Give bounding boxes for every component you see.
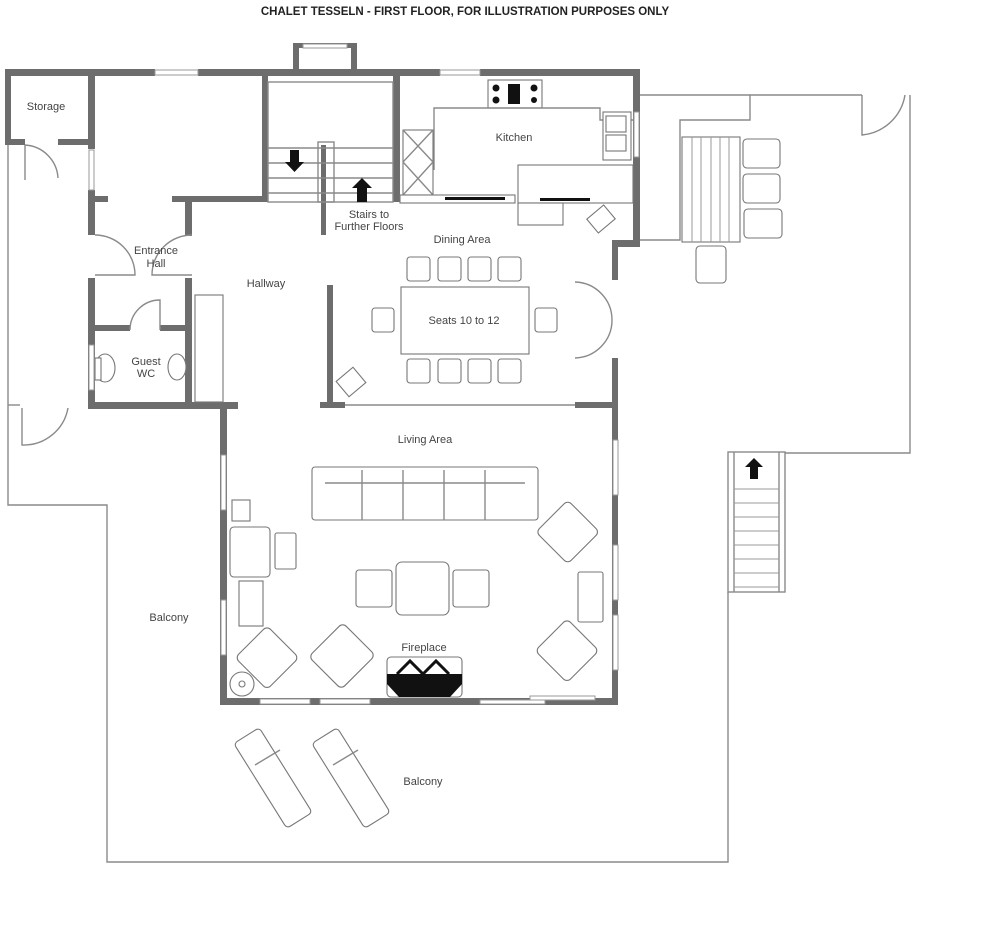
windows <box>88 43 640 705</box>
label-kitchen: Kitchen <box>496 132 533 144</box>
room-labels: Storage Entrance Hall Guest WC Hallway S… <box>27 101 533 788</box>
label-entrance-hall-2: Hall <box>147 258 166 270</box>
label-stairs-1: Stairs to <box>349 209 389 221</box>
label-fireplace: Fireplace <box>401 642 446 654</box>
external-stairs-up-arrow-icon <box>745 458 763 479</box>
sun-loungers <box>234 728 390 828</box>
label-entrance-hall-1: Entrance <box>134 245 178 257</box>
wc-fittings <box>94 294 224 403</box>
label-guest-wc-2: WC <box>137 368 155 380</box>
label-dining-area: Dining Area <box>434 234 492 246</box>
dining-furniture <box>335 256 558 398</box>
internal-stairs <box>267 81 394 203</box>
label-storage: Storage <box>27 101 66 113</box>
fireplace-icon <box>386 656 463 698</box>
label-dining-table: Seats 10 to 12 <box>429 315 500 327</box>
label-stairs-2: Further Floors <box>334 221 404 233</box>
doors <box>21 94 906 446</box>
kitchen-fittings <box>399 79 634 234</box>
label-balcony-left: Balcony <box>149 612 189 624</box>
plan-title: CHALET TESSELN - FIRST FLOOR, FOR ILLUST… <box>261 6 670 18</box>
stairs-up-arrow-icon <box>352 178 372 202</box>
label-hallway: Hallway <box>247 278 286 290</box>
living-furniture <box>229 466 604 697</box>
stairs-down-arrow-icon <box>285 150 304 172</box>
label-guest-wc-1: Guest <box>131 356 160 368</box>
balcony-outline <box>7 94 911 863</box>
external-stairs <box>727 451 786 593</box>
label-living-area: Living Area <box>398 434 453 446</box>
label-balcony-bottom: Balcony <box>403 776 443 788</box>
terrace-furniture <box>681 136 783 284</box>
